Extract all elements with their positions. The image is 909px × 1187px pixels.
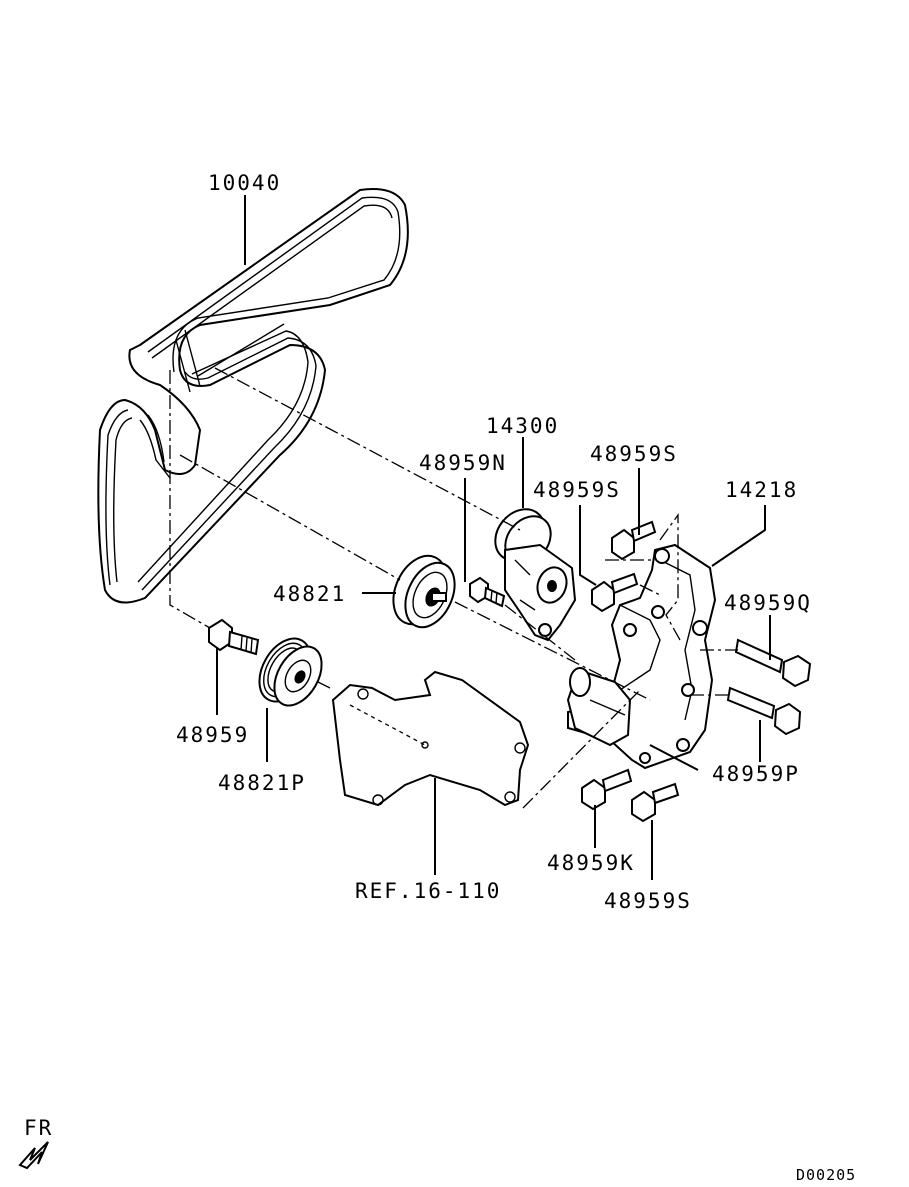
front-arrow-icon	[18, 1141, 49, 1170]
idler-pulley[interactable]	[383, 547, 464, 635]
label-48821p[interactable]: 48821P	[218, 771, 306, 795]
label-48959n[interactable]: 48959N	[419, 451, 507, 475]
label-14218[interactable]: 14218	[725, 478, 798, 502]
part-labels: 10040 14300 48959N 48959S 48959S 14218 4…	[176, 171, 812, 913]
assembly-lines	[169, 367, 738, 809]
bolt-48959s-middle[interactable]	[591, 572, 639, 613]
grooved-idler-pulley[interactable]	[249, 630, 331, 714]
label-48959k[interactable]: 48959K	[547, 851, 635, 875]
front-indicator: FR	[18, 1116, 53, 1170]
label-ref[interactable]: REF.16-110	[355, 879, 501, 903]
label-48959p[interactable]: 48959P	[712, 762, 800, 786]
bolt-48959s-upper[interactable]	[611, 520, 657, 561]
bolt-48959k[interactable]	[581, 768, 633, 811]
tensioner-bracket[interactable]	[566, 543, 717, 770]
bolt-48959[interactable]	[208, 618, 260, 656]
belt-tensioner[interactable]	[485, 499, 577, 642]
bolt-48959q[interactable]	[734, 638, 812, 688]
bolt-48959n[interactable]	[469, 576, 506, 608]
label-48959s-b[interactable]: 48959S	[533, 478, 621, 502]
engine-bracket-ref[interactable]	[331, 670, 530, 807]
drive-belt[interactable]	[97, 188, 409, 604]
label-48959s-c[interactable]: 48959S	[604, 889, 692, 913]
front-label: FR	[24, 1116, 53, 1140]
callout-leaders	[216, 195, 771, 880]
diagram-code: D00205	[796, 1166, 856, 1184]
label-48959s-a[interactable]: 48959S	[590, 442, 678, 466]
label-48959q[interactable]: 48959Q	[724, 591, 812, 615]
label-14300[interactable]: 14300	[486, 414, 559, 438]
label-48821[interactable]: 48821	[273, 582, 346, 606]
bolt-48959p[interactable]	[726, 686, 802, 736]
bolt-48959s-lower[interactable]	[631, 782, 680, 823]
label-10040[interactable]: 10040	[208, 171, 281, 195]
label-48959[interactable]: 48959	[176, 723, 249, 747]
